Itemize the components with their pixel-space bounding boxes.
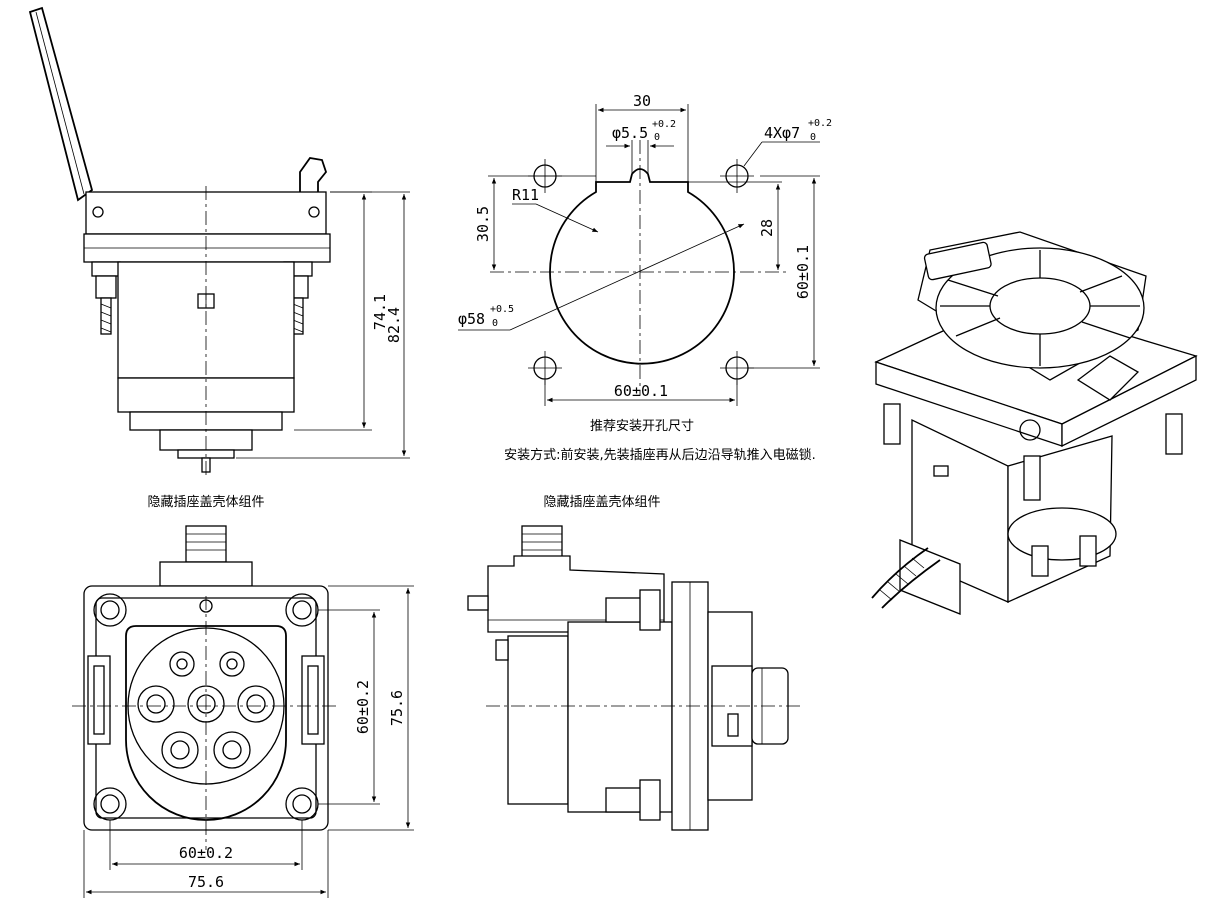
- dim-front-h: 75.6: [388, 690, 406, 726]
- dim-28: 28: [758, 219, 776, 237]
- corner-bolts: [93, 593, 319, 821]
- dim-radius: R11: [512, 186, 539, 204]
- svg-text:0: 0: [654, 132, 660, 143]
- side-view-top-left: 74.1 82.4: [28, 6, 410, 478]
- front-view: 60±0.2 75.6 60±0.2 75.6: [72, 525, 414, 898]
- latch-hook: [299, 157, 328, 192]
- panel-cutout-view: 30 φ5.5 +0.2 0 4Xφ7 +0.2 0 R11 30.5 28 6…: [458, 92, 832, 406]
- iso-studs: [883, 403, 1183, 577]
- install-caption: 安装方式:前安装,先装插座再从后边沿导轨推入电磁锁.: [504, 447, 816, 463]
- dim-30-5: 30.5: [474, 206, 492, 242]
- dim-74-1: 74.1: [371, 294, 389, 330]
- iso-cover-lid: [935, 247, 1145, 369]
- left-stud: [91, 261, 121, 335]
- iso-cable: [871, 547, 929, 599]
- socket-face: [125, 625, 287, 821]
- dim-front-w: 75.6: [188, 873, 224, 891]
- dim-front-pitch-h: 60±0.2: [179, 844, 233, 862]
- open-lid: [28, 6, 94, 202]
- dim-holes: 4Xφ7: [764, 124, 800, 142]
- svg-text:+0.2: +0.2: [808, 118, 832, 129]
- cutout-caption: 推荐安装开孔尺寸: [590, 419, 694, 434]
- svg-text:0: 0: [492, 318, 498, 329]
- svg-text:0: 0: [810, 132, 816, 143]
- middle-caption: 隐藏插座盖壳体组件: [543, 495, 660, 510]
- cutout-outline: [549, 168, 735, 365]
- dim-82-4: 82.4: [385, 307, 403, 343]
- dim-30: 30: [633, 92, 651, 110]
- isometric-view: [871, 231, 1198, 615]
- dim-pitch-h: 60±0.1: [614, 382, 668, 400]
- dim-slot-dia: φ5.5: [612, 124, 648, 142]
- left-caption: 隐藏插座盖壳体组件: [147, 495, 264, 510]
- dim-pitch-v: 60±0.1: [794, 245, 812, 299]
- svg-text:+0.2: +0.2: [652, 119, 676, 130]
- dim-front-pitch-v: 60±0.2: [354, 680, 372, 734]
- side-view-bottom: [467, 525, 800, 831]
- svg-text:+0.5: +0.5: [490, 304, 514, 315]
- dim-main-dia: φ58: [458, 310, 485, 328]
